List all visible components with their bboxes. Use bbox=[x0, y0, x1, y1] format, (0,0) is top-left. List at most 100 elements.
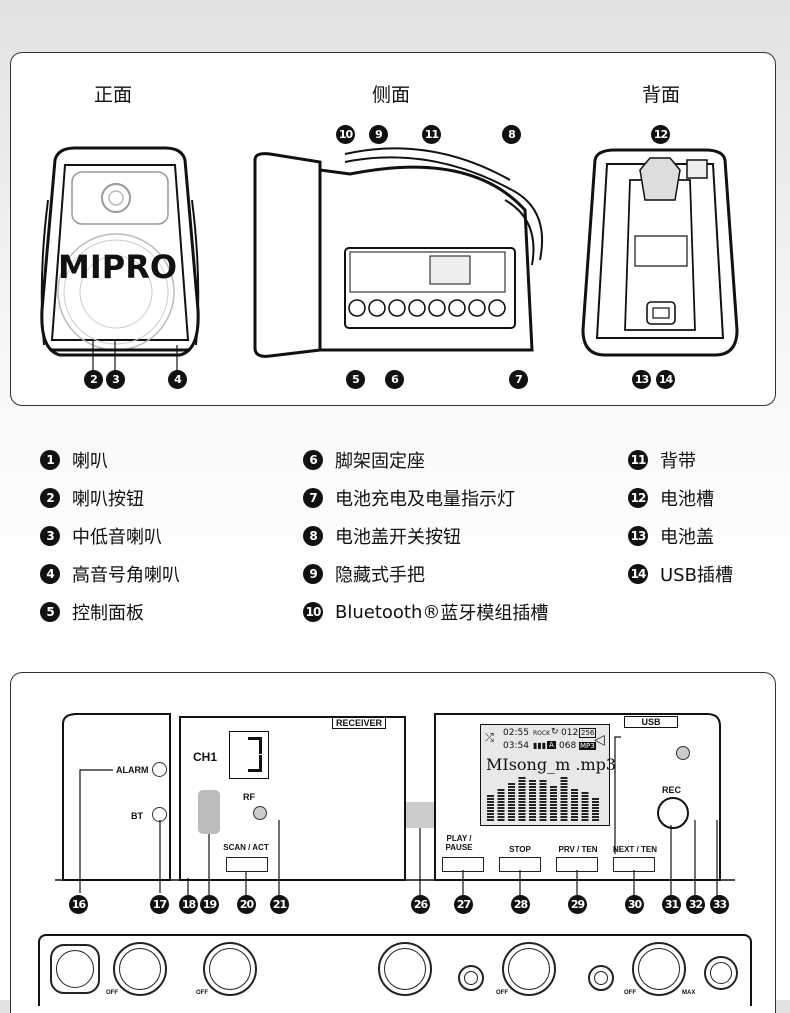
spectrum-bar bbox=[581, 792, 589, 821]
legend-marker: 11 bbox=[628, 450, 648, 470]
view-title-front: 正面 bbox=[94, 84, 133, 106]
volume-knob-2[interactable] bbox=[203, 942, 257, 996]
repeat-icon: ↻ bbox=[551, 727, 559, 737]
lcd-mode: A bbox=[547, 741, 556, 749]
rf-indicator bbox=[253, 806, 267, 820]
aux-jack-2[interactable] bbox=[588, 965, 614, 991]
prev-ten-label: PRV / TEN bbox=[558, 845, 598, 854]
legend-marker: 5 bbox=[40, 602, 60, 622]
marker-13: 13 bbox=[632, 370, 651, 389]
legend-marker: 4 bbox=[40, 564, 60, 584]
play-pause-label-line2: PAUSE bbox=[445, 843, 473, 852]
marker-18: 18 bbox=[179, 895, 198, 914]
bluetooth-slot bbox=[406, 802, 434, 828]
legend-text: 背带 bbox=[660, 451, 696, 472]
spectrum-bar bbox=[571, 789, 578, 821]
output-jack[interactable] bbox=[704, 956, 738, 990]
lcd-time-elapsed: 02:55 bbox=[503, 728, 529, 738]
receiver-tab: RECEIVER bbox=[332, 717, 387, 729]
marker-33: 33 bbox=[710, 895, 729, 914]
legend-text: 电池盖开关按钮 bbox=[335, 527, 461, 548]
marker-5: 5 bbox=[346, 370, 365, 389]
spectrum-bar bbox=[550, 786, 557, 821]
marker-31: 31 bbox=[662, 895, 681, 914]
scan-act-label: SCAN / ACT bbox=[223, 843, 269, 852]
spectrum-bar bbox=[487, 795, 494, 821]
lcd-bitrate: 256 bbox=[579, 728, 597, 738]
legend-item: 1 喇叭 bbox=[40, 448, 108, 472]
stop-label: STOP bbox=[509, 845, 531, 854]
legend-text: 喇叭 bbox=[72, 451, 108, 472]
spectrum-bar bbox=[560, 777, 568, 821]
legend-marker: 2 bbox=[40, 488, 60, 508]
lcd-screen: ⤮ 02:55 ROCK ↻ 012 256 03:54 ▮▮▮ A 068 M… bbox=[480, 724, 616, 826]
legend-marker: 6 bbox=[303, 450, 323, 470]
channel-label: CH1 bbox=[193, 750, 218, 764]
knob2-off-label: OFF bbox=[196, 990, 208, 996]
spectrum-bar bbox=[497, 789, 505, 821]
legend-text: 中低音喇叭 bbox=[72, 527, 162, 548]
spectrum-analyzer bbox=[487, 777, 599, 821]
legend-item: 9 隐藏式手把 bbox=[303, 562, 425, 586]
marker-14: 14 bbox=[656, 370, 675, 389]
marker-10: 10 bbox=[336, 125, 355, 144]
legend-item: 3 中低音喇叭 bbox=[40, 524, 162, 548]
lcd-track: 012 bbox=[561, 728, 579, 738]
scan-act-button[interactable] bbox=[226, 857, 268, 872]
legend-text: 电池槽 bbox=[660, 489, 714, 510]
spectrum-bar bbox=[529, 780, 536, 821]
lcd-count: 068 bbox=[559, 741, 577, 751]
legend-marker: 9 bbox=[303, 564, 323, 584]
legend-text: 隐藏式手把 bbox=[335, 565, 425, 586]
marker-12: 12 bbox=[651, 125, 670, 144]
view-title-side: 侧面 bbox=[372, 84, 411, 106]
knob-row-frame bbox=[38, 934, 752, 1006]
speaker-icon: ◁ bbox=[594, 732, 605, 748]
marker-16: 16 bbox=[69, 895, 88, 914]
bt-label: BT bbox=[131, 811, 143, 821]
rec-label: REC bbox=[662, 785, 682, 795]
mic-input-jack[interactable] bbox=[50, 944, 100, 994]
volume-knob-3[interactable] bbox=[378, 942, 432, 996]
volume-knob-4[interactable] bbox=[502, 942, 556, 996]
rec-button[interactable] bbox=[657, 797, 689, 829]
ir-sensor-window bbox=[198, 790, 220, 834]
legend-marker: 10 bbox=[303, 602, 323, 622]
side-view-illustration bbox=[253, 147, 544, 358]
marker-19: 19 bbox=[200, 895, 219, 914]
legend-marker: 14 bbox=[628, 564, 648, 584]
volume-knob-1[interactable] bbox=[113, 942, 167, 996]
marker-30: 30 bbox=[625, 895, 644, 914]
legend-prefix: Bluetooth® bbox=[335, 601, 441, 623]
marker-28: 28 bbox=[511, 895, 530, 914]
legend-marker: 3 bbox=[40, 526, 60, 546]
marker-26: 26 bbox=[411, 895, 430, 914]
legend-text: 控制面板 bbox=[72, 603, 144, 624]
lcd-filename: MIsong_m .mp3 bbox=[486, 755, 617, 774]
usb-tab: USB bbox=[624, 716, 678, 728]
next-ten-label: NEXT / TEN bbox=[612, 845, 657, 854]
aux-jack-1[interactable] bbox=[458, 965, 484, 991]
legend-marker: 1 bbox=[40, 450, 60, 470]
usb-status-indicator bbox=[676, 746, 690, 760]
spectrum-bar bbox=[539, 780, 547, 821]
marker-32: 32 bbox=[686, 895, 705, 914]
marker-7: 7 bbox=[509, 370, 528, 389]
legend-item: 5 控制面板 bbox=[40, 600, 144, 624]
master-volume-knob[interactable] bbox=[632, 942, 686, 996]
rf-label: RF bbox=[243, 792, 255, 802]
legend-text: USB插槽 bbox=[660, 565, 733, 586]
view-title-back: 背面 bbox=[642, 84, 681, 106]
marker-4: 4 bbox=[168, 370, 187, 389]
legend-text: 电池充电及电量指示灯 bbox=[335, 489, 515, 510]
marker-9: 9 bbox=[369, 125, 388, 144]
master-off-label: OFF bbox=[624, 990, 636, 996]
marker-6: 6 bbox=[385, 370, 404, 389]
lcd-eq: ROCK bbox=[533, 730, 551, 737]
legend-item: 12 电池槽 bbox=[628, 486, 714, 510]
legend-marker: 12 bbox=[628, 488, 648, 508]
